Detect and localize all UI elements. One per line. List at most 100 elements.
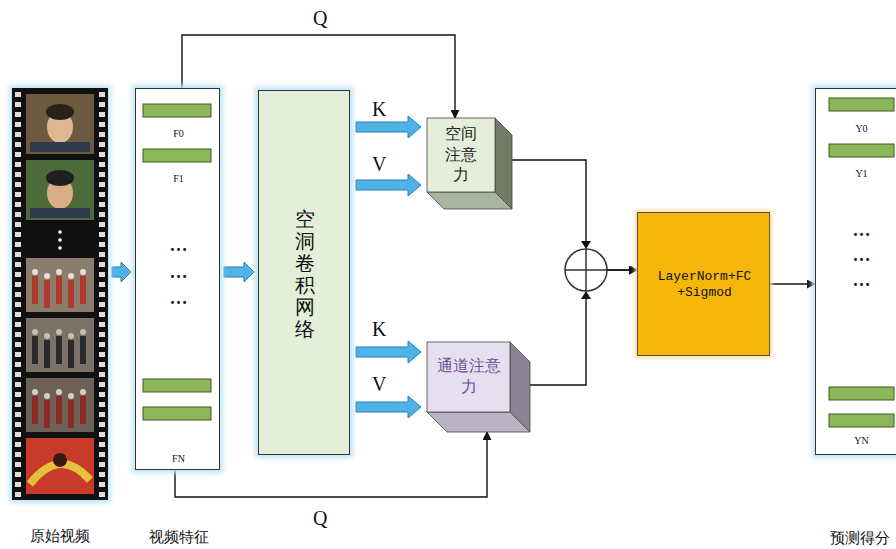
sprocket-hole [99,252,105,257]
box-label: LayerNorm+FC +Sigmod [656,269,754,302]
sprocket-hole [99,232,105,237]
block-arrow-shape [356,116,421,138]
value-arrow [356,174,421,196]
sum-cross [585,249,587,291]
sprocket-hole [15,242,21,247]
sprocket-hole [15,402,21,407]
frame-figure [68,280,74,308]
sprocket-hole [15,182,21,187]
frame-figure [32,336,38,364]
sprocket-hole [99,192,105,197]
sprocket-hole [99,432,105,437]
spatial-attention-box: 空间注意力 [427,118,512,209]
frame-figure [80,336,86,364]
frame-figure [68,400,74,428]
sprocket-hole [99,242,105,247]
feature-bar [143,407,211,420]
sprocket-hole [15,132,21,137]
sprocket-hole [15,142,21,147]
sprocket-hole [15,172,21,177]
caption-label: 原始视频 [0,528,120,545]
sprocket-hole [15,442,21,447]
sprocket-hole [99,132,105,137]
feature-label: FN [136,453,221,465]
sprocket-hole [99,332,105,337]
sprocket-hole [15,362,21,367]
frame-figure [32,269,38,275]
video-frame [26,318,94,372]
ellipsis-mark: … [136,289,221,307]
ellipsis-mark: … [829,246,894,264]
ellipsis-mark: … [829,221,894,239]
sprocket-hole [99,362,105,367]
score-panel: Y0Y1………YN预测得分 [815,88,896,455]
frame-figure [44,400,50,428]
sprocket-hole [15,372,21,377]
frame-figure [44,280,50,308]
sprocket-hole [15,312,21,317]
label-area: LayerNorm+FC +Sigmod [638,213,771,357]
frame-hair [46,170,74,186]
caption-label: 预测得分 [816,530,896,547]
box-bottom-face [427,412,530,432]
edge-label: Q [311,508,329,528]
sprocket-hole [99,352,105,357]
sprocket-hole [15,482,21,487]
film-gap-dot [58,230,62,234]
frame-figure [44,273,50,279]
connector-path [770,283,815,284]
edge-label: K [370,319,388,339]
ellipsis-mark: … [136,263,221,281]
video-filmstrip: 原始视频 [12,88,108,500]
block-arrow [112,262,131,282]
frame-body [30,208,90,218]
video-frame [26,258,94,312]
sprocket-hole [15,332,21,337]
sprocket-hole [99,102,105,107]
frame-body [30,142,90,152]
sprocket-hole [99,462,105,467]
frame-figure [80,269,86,275]
sprocket-hole [15,492,21,497]
key-arrow [356,116,421,138]
frame-figure [80,276,86,304]
sprocket-hole [99,172,105,177]
merge-line [530,270,637,385]
sprocket-hole [99,202,105,207]
box-label: 通道注意力 [437,356,501,398]
sprocket-hole [99,182,105,187]
frame-figure [80,396,86,424]
sprocket-hole [15,152,21,157]
film-strip [12,88,108,500]
channel-attention-box: 通道注意力 [427,342,530,432]
frame-figure [68,333,74,339]
video-frame [26,160,94,220]
feature-bar [143,104,211,117]
label-area: 空洞卷积网络 [259,91,351,456]
merge-line [512,160,637,270]
block-arrow-shape [224,262,254,282]
arrow-head [581,241,591,249]
edge-label: Q [311,8,329,28]
frame-figure [80,329,86,335]
sprocket-hole [99,112,105,117]
sprocket-hole [99,372,105,377]
frame-figure [44,340,50,368]
frame-figure [32,396,38,424]
block-arrow [224,262,254,282]
sprocket-hole [99,292,105,297]
sprocket-hole [15,392,21,397]
frame-hair [46,104,74,120]
dilated-conv-box: 空洞卷积网络 [258,90,350,455]
feature-bar [829,98,894,111]
sprocket-hole [99,322,105,327]
sprocket-hole [15,462,21,467]
ellipsis-mark: … [136,236,221,254]
block-arrow-shape [356,174,421,196]
output-line [770,284,815,285]
sprocket-hole [15,412,21,417]
frame-figure [32,329,38,335]
sprocket-hole [15,262,21,267]
sprocket-hole [99,482,105,487]
frame-figure [56,396,62,424]
